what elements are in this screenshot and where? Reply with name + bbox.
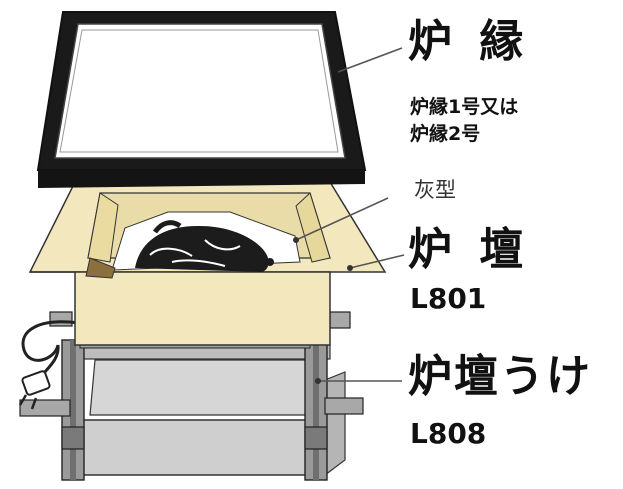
label-rodan-code: L801	[410, 282, 487, 315]
label-rodan-uke-code: L808	[410, 417, 487, 450]
leader-rodan	[349, 254, 405, 269]
label-rodan-uke-title: 炉壇うけ	[408, 351, 592, 402]
label-haigata-title: 灰型	[414, 178, 456, 202]
marker-haigata	[293, 237, 299, 243]
label-rodan-title: 炉 壇	[408, 224, 530, 275]
label-robuchi-line2: 炉縁2号	[410, 123, 481, 145]
rodan-uke-stand	[19, 311, 364, 481]
label-robuchi-line1: 炉縁1号又は	[410, 96, 519, 118]
marker-rodan-uke	[315, 378, 321, 384]
leader-robuchi	[337, 47, 403, 73]
leader-haigata	[295, 197, 389, 241]
label-robuchi-title: 炉 縁	[408, 16, 530, 67]
marker-rodan	[347, 265, 353, 271]
haigata-ash-mold	[85, 211, 301, 279]
plug-icon	[18, 370, 51, 410]
robuchi-frame	[36, 11, 367, 188]
leader-lines	[295, 47, 405, 382]
power-cord	[18, 320, 79, 410]
